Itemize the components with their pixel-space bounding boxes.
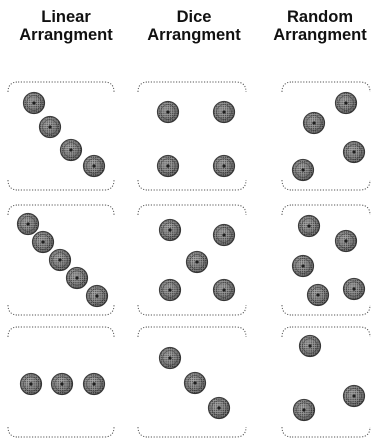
dot-dice-2-2 xyxy=(214,225,235,246)
dot-random-2-3 xyxy=(293,256,314,277)
dot-dice-2-1 xyxy=(160,220,181,241)
dot-random-1-3 xyxy=(344,142,365,163)
dot-dice-3-2 xyxy=(185,373,206,394)
dot-linear-3-3 xyxy=(84,374,105,395)
dot-random-2-5 xyxy=(344,279,365,300)
dot-random-2-1 xyxy=(299,216,320,237)
dot-linear-1-1 xyxy=(24,93,45,114)
dot-dice-1-2 xyxy=(214,102,235,123)
dot-dice-2-3 xyxy=(187,252,208,273)
dot-dice-3-1 xyxy=(160,348,181,369)
dot-linear-1-4 xyxy=(84,156,105,177)
dot-dice-1-3 xyxy=(158,156,179,177)
dot-random-3-2 xyxy=(344,386,365,407)
dot-linear-2-3 xyxy=(50,250,71,271)
dot-random-2-4 xyxy=(308,285,329,306)
dot-linear-2-2 xyxy=(33,232,54,253)
dot-linear-3-2 xyxy=(52,374,73,395)
dot-linear-2-4 xyxy=(67,268,88,289)
dot-linear-3-1 xyxy=(21,374,42,395)
dot-dice-1-1 xyxy=(158,102,179,123)
dot-random-3-3 xyxy=(294,400,315,421)
dot-random-2-2 xyxy=(336,231,357,252)
dot-linear-2-5 xyxy=(87,286,108,307)
dot-dice-2-5 xyxy=(214,280,235,301)
dot-dice-2-4 xyxy=(160,280,181,301)
dot-random-1-2 xyxy=(304,113,325,134)
dot-random-1-1 xyxy=(336,93,357,114)
dot-linear-1-2 xyxy=(40,117,61,138)
panel-random-3 xyxy=(282,327,370,437)
dot-random-1-4 xyxy=(293,160,314,181)
dot-dice-3-3 xyxy=(209,398,230,419)
dot-dice-1-4 xyxy=(214,156,235,177)
dot-linear-1-3 xyxy=(61,140,82,161)
dot-linear-2-1 xyxy=(18,214,39,235)
dot-random-3-1 xyxy=(300,336,321,357)
